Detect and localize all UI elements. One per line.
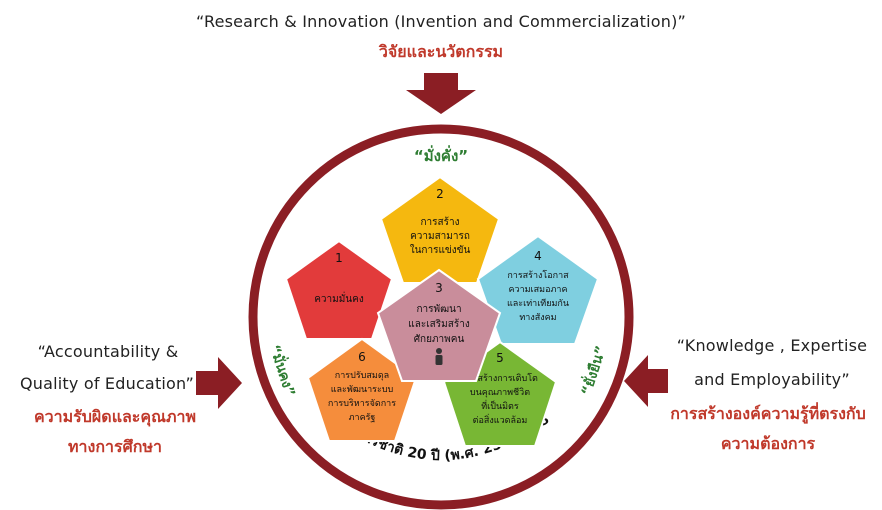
pentagon-1-line-1: ความมั่นคง [314, 291, 364, 305]
pentagon-5-line-4: ต่อสิ่งแวดล้อม [473, 413, 528, 426]
pentagon-1-number: 1 [335, 251, 343, 265]
pentagon-4-line-3: และเท่าเทียมกัน [507, 298, 569, 309]
pentagon-2-line-1: การสร้าง [420, 216, 459, 228]
pentagon-4-number: 4 [534, 249, 542, 263]
pentagon-4: 4 การสร้างโอกาส ความเสมอภาค และเท่าเทียม… [476, 234, 600, 345]
left-arrow-icon [196, 357, 242, 409]
pentagon-6-line-3: การบริหารจัดการ [328, 398, 396, 409]
pentagon-6-line-2: และพัฒนาระบบ [331, 385, 394, 395]
top-arrow-icon [406, 73, 476, 114]
top-english-caption: “Research & Innovation (Invention and Co… [195, 12, 687, 31]
pentagon-3-line-2: และเสริมสร้าง [408, 318, 470, 330]
pentagon-5-line-2: บนคุณภาพชีวิต [470, 387, 530, 398]
top-thai-caption: วิจัยและนวัตกรรม [378, 42, 504, 61]
ring-right-label: “ยั่งยืน” [576, 343, 610, 398]
pentagon-3: 3 การพัฒนา และเสริมสร้าง ศักยภาพคน [376, 268, 502, 382]
outer-ring [248, 124, 634, 510]
pentagon-6: 6 การปรับสมดุล และพัฒนาระบบ การบริหารจัด… [306, 337, 418, 442]
pentagon-3-line-1: การพัฒนา [416, 304, 461, 315]
ring-top-label: “มั่งคั่ง” [414, 145, 468, 165]
right-english-caption-line1: “Knowledge , Expertise [676, 336, 868, 355]
person-icon [435, 348, 443, 365]
pentagon-4-line-1: การสร้างโอกาส [507, 270, 569, 281]
left-english-caption-line1: “Accountability & [37, 342, 179, 361]
left-thai-caption-line2: ทางการศึกษา [68, 437, 162, 456]
pentagon-4-line-2: ความเสมอภาค [509, 285, 568, 295]
pentagon-6-line-1: การปรับสมดุล [335, 371, 389, 381]
right-english-caption-line2: and Employability” [694, 370, 850, 389]
pentagon-3-number: 3 [435, 281, 443, 295]
pentagon-2-line-2: ความสามารถ [410, 231, 470, 242]
pentagon-5-line-1: การสร้างการเติบโต [462, 373, 538, 384]
left-english-caption-line2: Quality of Education” [19, 374, 195, 393]
pentagon-6-number: 6 [358, 350, 366, 364]
right-thai-caption-line2: ความต้องการ [720, 434, 816, 453]
pentagon-1: 1 ความมั่นคง [284, 239, 394, 340]
right-thai-caption-line1: การสร้างองค์ความรู้ที่ตรงกับ [670, 404, 866, 423]
pentagon-2-line-3: ในการแข่งขัน [410, 244, 471, 256]
pentagon-3-line-3: ศักยภาพคน [414, 334, 465, 345]
pentagon-4-line-4: ทางสังคม [519, 313, 556, 323]
pentagon-6-line-4: ภาครัฐ [349, 413, 376, 423]
left-thai-caption-line1: ความรับผิดและคุณภาพ [33, 407, 197, 426]
pentagon-5-number: 5 [496, 351, 504, 365]
outer-ring-inner-highlight [258, 134, 624, 500]
right-arrow-icon [624, 355, 668, 407]
pentagon-2-number: 2 [436, 187, 444, 201]
pentagon-5-line-3: ที่เป็นมิตร [481, 399, 519, 412]
pentagon-2: 2 การสร้าง ความสามารถ ในการแข่งขัน [379, 175, 501, 284]
